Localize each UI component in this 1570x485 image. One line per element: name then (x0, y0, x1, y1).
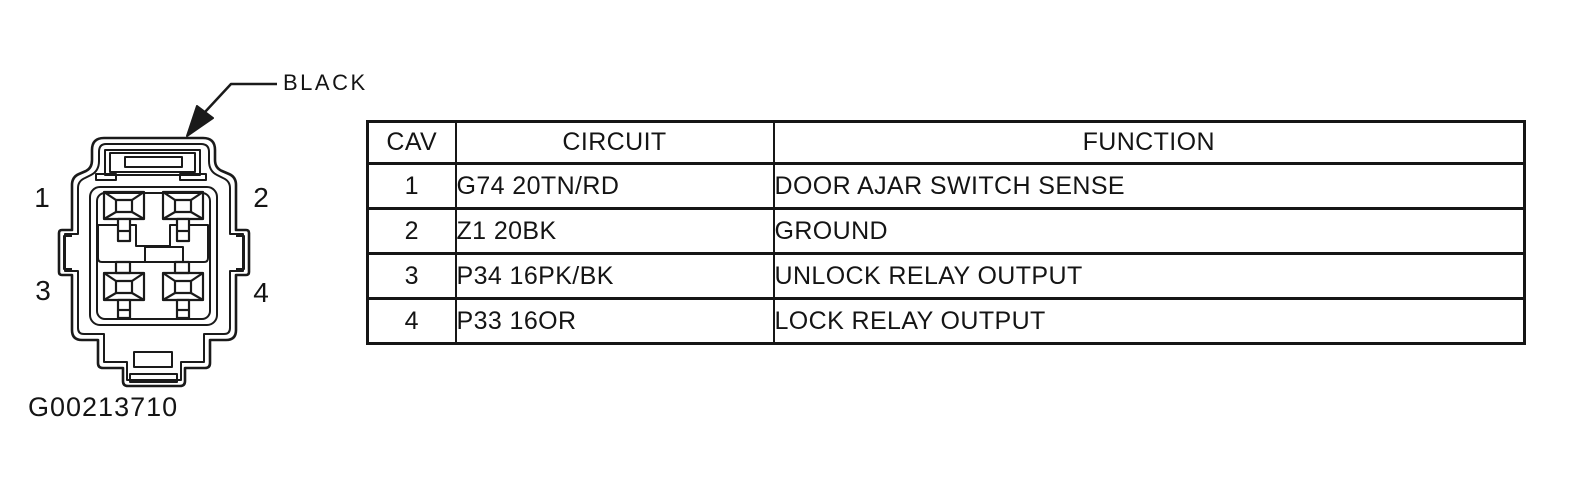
center-key (98, 225, 208, 262)
terminal-3 (104, 262, 144, 318)
connector-outer-outline (59, 138, 249, 386)
circuit-cell: P34 16PK/BK (454, 252, 775, 300)
cav-cell: 3 (366, 252, 457, 300)
callout-arrowhead-icon (187, 106, 213, 136)
pinout-table: CAV CIRCUIT FUNCTION 1 G74 20TN/RD DOOR … (366, 120, 1526, 345)
table-row: 2 Z1 20BK GROUND (366, 207, 1526, 255)
table-header-row: CAV CIRCUIT FUNCTION (366, 120, 1526, 165)
function-cell: UNLOCK RELAY OUTPUT (772, 252, 1526, 300)
connector-diagram (0, 0, 360, 440)
header-cav: CAV (366, 120, 457, 165)
cavity-outer (90, 187, 217, 325)
connector-color-label: BLACK (283, 70, 368, 95)
left-tab-inner (64, 236, 72, 269)
pin-label-2: 2 (253, 182, 269, 213)
function-cell: DOOR AJAR SWITCH SENSE (772, 162, 1526, 210)
right-tab-inner (236, 236, 244, 269)
header-circuit: CIRCUIT (454, 120, 775, 165)
terminal-4 (163, 262, 203, 318)
terminal-1 (104, 192, 144, 241)
latch-mid (110, 153, 195, 172)
table-row: 1 G74 20TN/RD DOOR AJAR SWITCH SENSE (366, 162, 1526, 210)
keel-detail (134, 352, 172, 367)
header-function: FUNCTION (772, 120, 1526, 165)
latch-outer (105, 150, 200, 175)
latch-slot (125, 157, 182, 167)
keel-step-detail (130, 374, 177, 382)
circuit-cell: G74 20TN/RD (454, 162, 775, 210)
cav-cell: 4 (366, 297, 457, 345)
cav-cell: 2 (366, 207, 457, 255)
latch-foot-right (180, 174, 206, 180)
connector-inner-outline (65, 144, 243, 380)
table-row: 4 P33 16OR LOCK RELAY OUTPUT (366, 297, 1526, 345)
cav-cell: 1 (366, 162, 457, 210)
function-cell: LOCK RELAY OUTPUT (772, 297, 1526, 345)
circuit-cell: Z1 20BK (454, 207, 775, 255)
circuit-cell: P33 16OR (454, 297, 775, 345)
function-cell: GROUND (772, 207, 1526, 255)
pin-label-3: 3 (35, 275, 51, 306)
center-key-step (145, 247, 183, 262)
figure-id: G00213710 (28, 392, 179, 422)
latch-foot-left (96, 174, 116, 180)
callout-leader-line (205, 84, 277, 112)
terminal-2 (163, 192, 203, 241)
table-row: 3 P34 16PK/BK UNLOCK RELAY OUTPUT (366, 252, 1526, 300)
pin-label-4: 4 (253, 277, 269, 308)
pin-label-1: 1 (34, 182, 50, 213)
